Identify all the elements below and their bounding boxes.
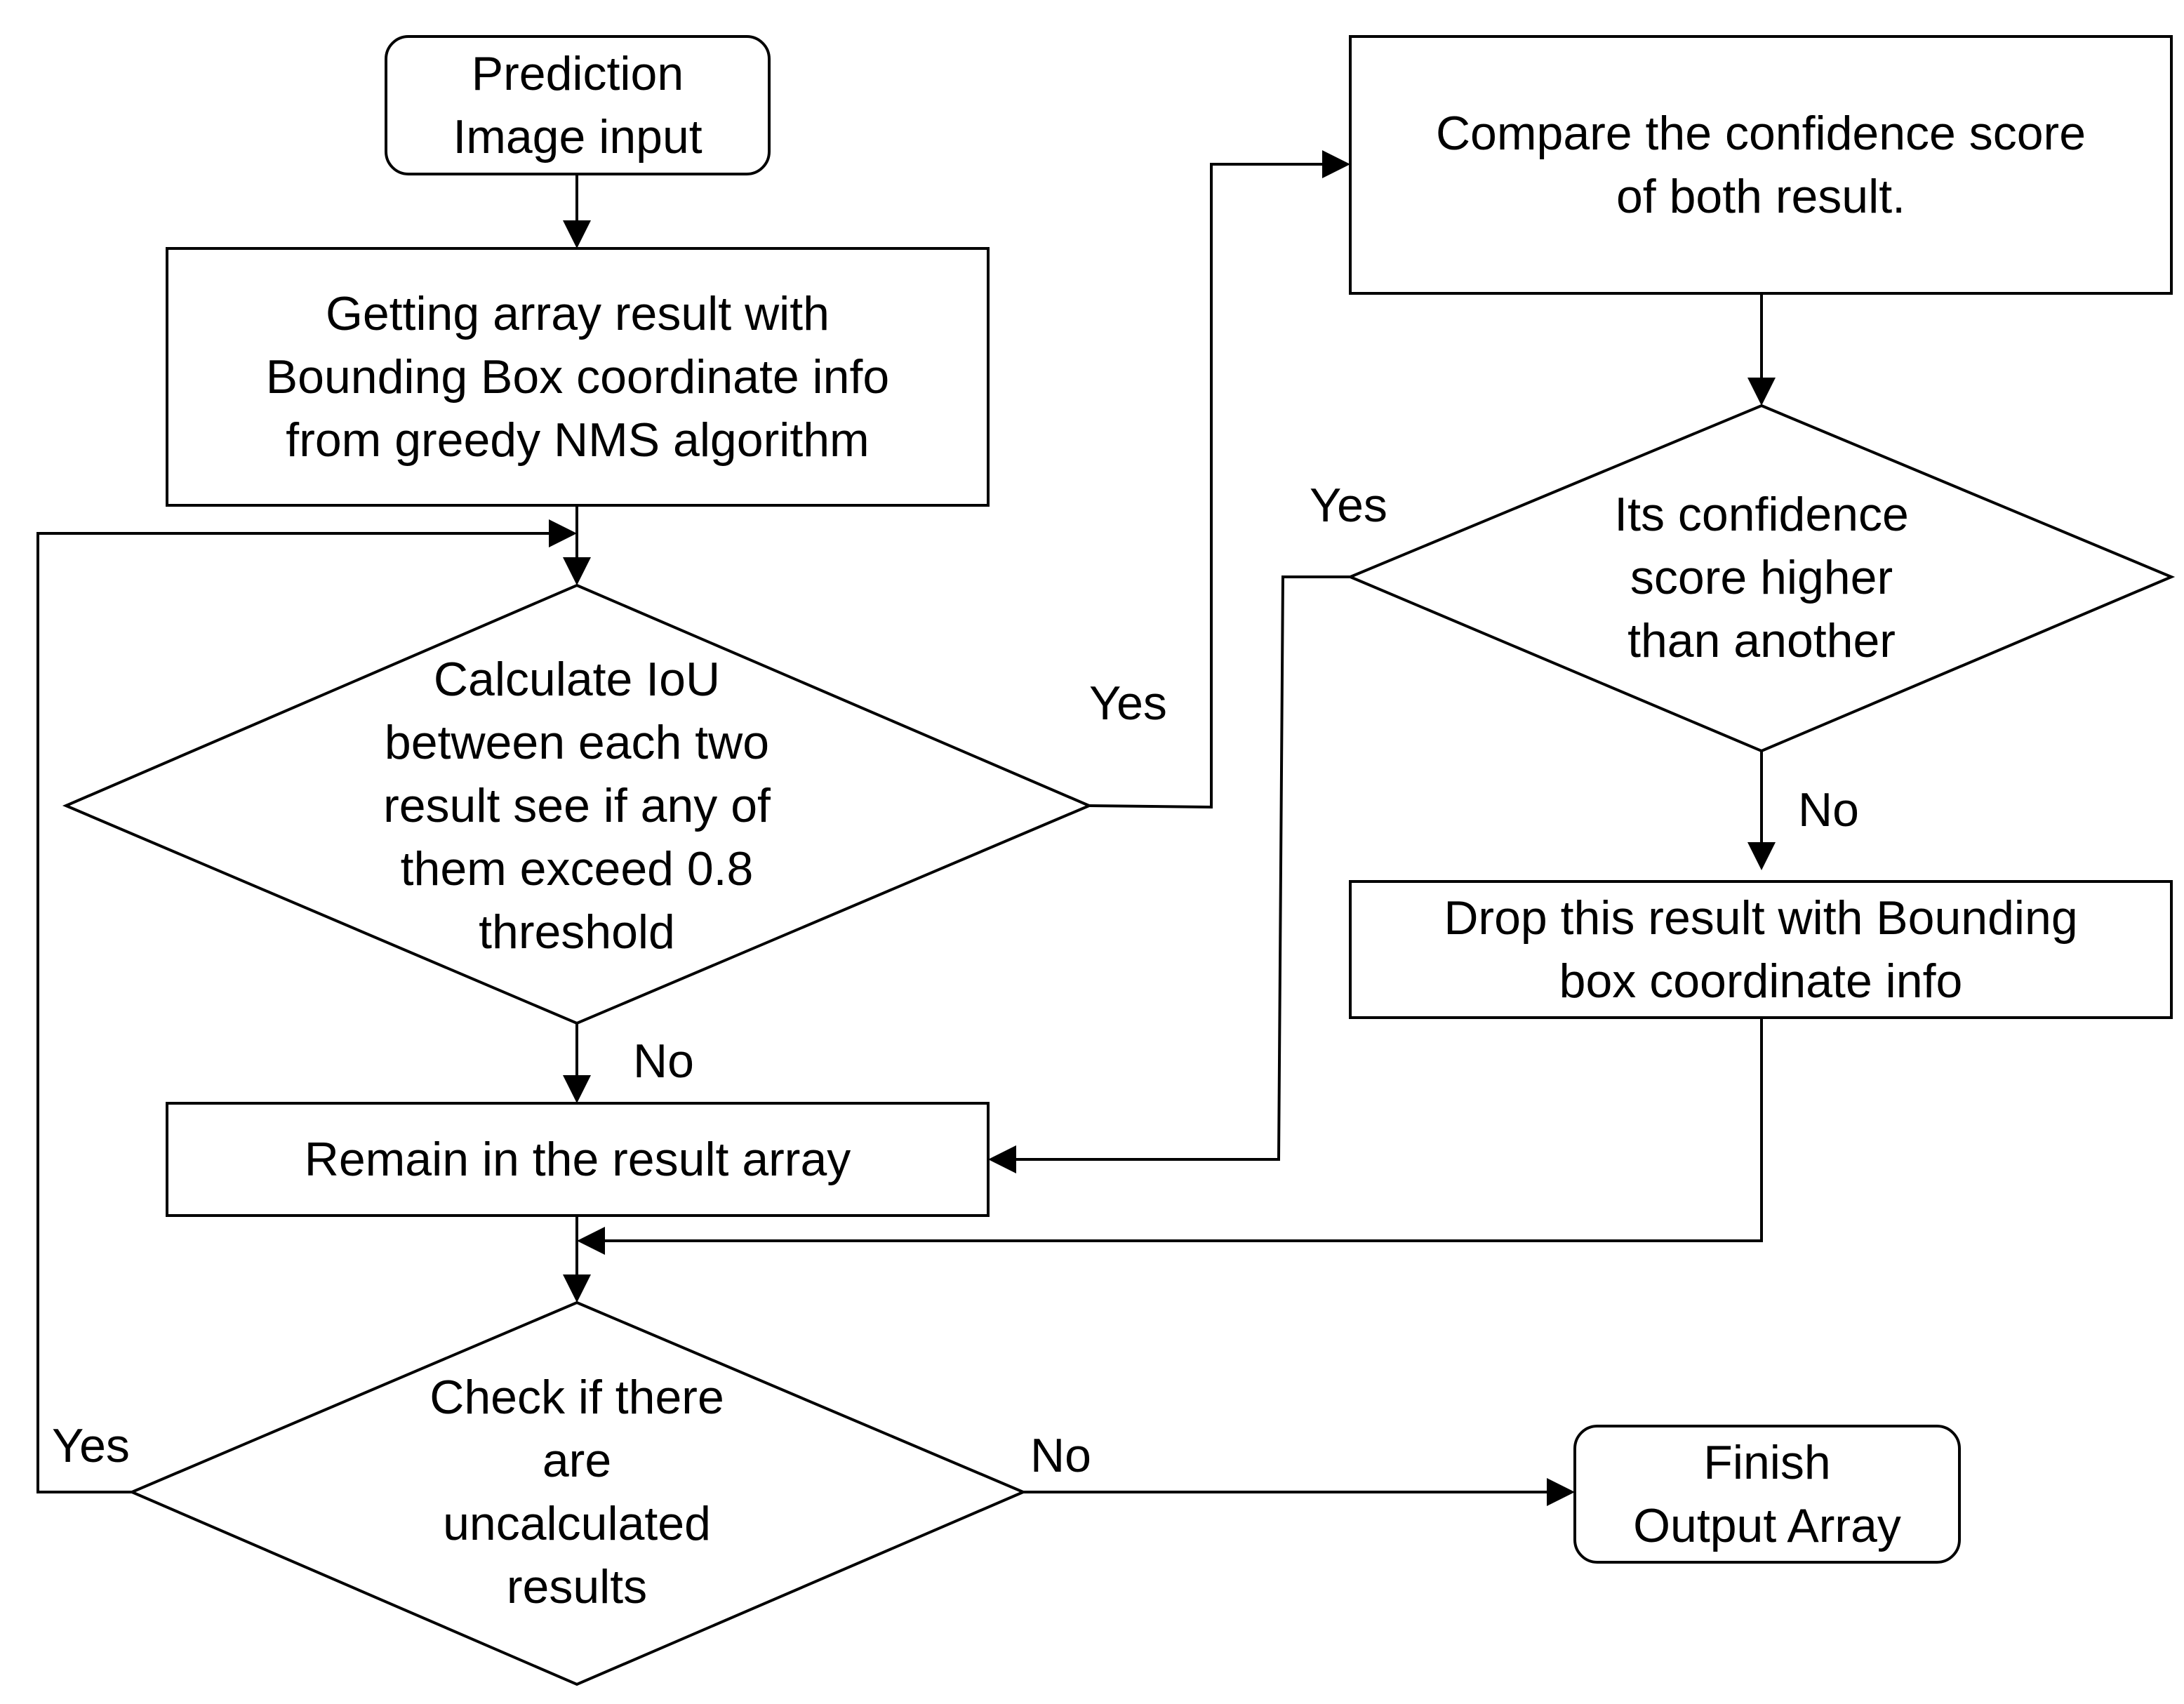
edge-label-higher-no: No: [1798, 783, 1859, 837]
remain-node: Remain in the result array: [304, 1133, 851, 1186]
connector-check-yes-loop: [36, 519, 577, 1493]
edge-label-iou-yes: Yes: [1089, 677, 1167, 730]
finish-node-shape: [1573, 1425, 1961, 1564]
drop-node: Drop this result with Bounding box coord…: [1444, 891, 2078, 1008]
edge-label-check-yes: Yes: [52, 1419, 130, 1472]
calc-iou-node: Calculate IoU between each two result se…: [383, 653, 771, 959]
edge-label-higher-yes: Yes: [1310, 479, 1387, 532]
connector-calc-iou-yes-to-compare: [1088, 150, 1350, 809]
check-uncalc-node-shape: [128, 1300, 1027, 1686]
getting-array-node: Getting array result with Bounding Box c…: [265, 287, 890, 467]
finish-node: Finish Output Array: [1633, 1436, 1901, 1552]
edge-label-check-no: No: [1030, 1429, 1091, 1482]
drop-node-shape: [1349, 880, 2173, 1019]
compare-node: Compare the confidence score of both res…: [1435, 107, 2086, 223]
connector-higher-yes-to-remain: [988, 575, 1350, 1173]
connector-drop-to-merge: [577, 1018, 1763, 1255]
getting-array-node-shape: [166, 247, 990, 507]
edge-label-iou-no: No: [633, 1034, 694, 1088]
start-node: Prediction Image input: [453, 47, 703, 164]
higher-node: Its confidence score higher than another: [1614, 488, 1909, 667]
check-uncalc-node: Check if there are uncalculated results: [430, 1371, 724, 1613]
